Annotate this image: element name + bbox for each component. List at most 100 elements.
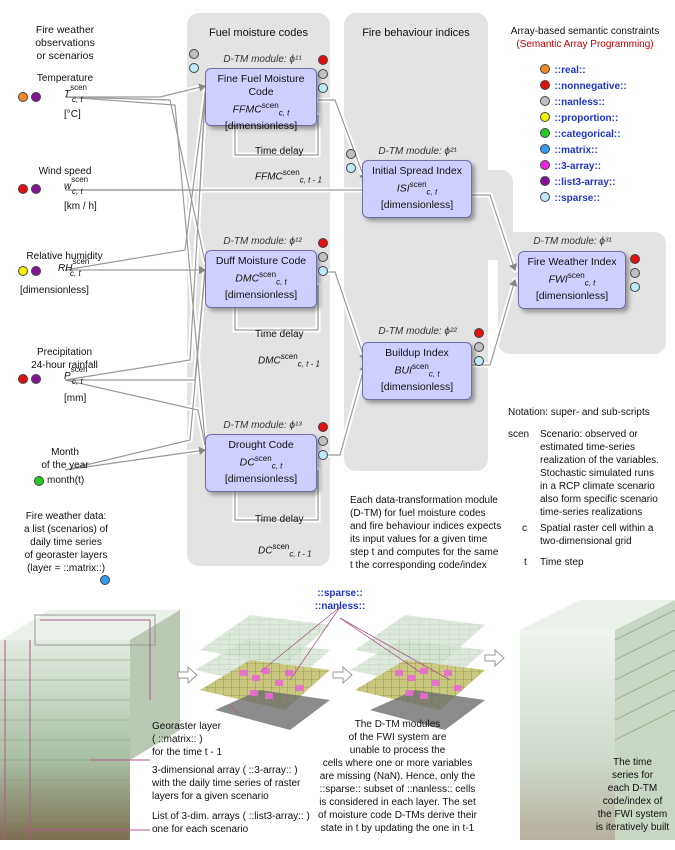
categorical-dot <box>540 127 550 138</box>
matrix-dot <box>100 575 110 585</box>
matrix-dot <box>540 143 550 154</box>
legend-item: ::categorical:: <box>540 124 621 142</box>
module-title: Drought Code <box>228 439 294 451</box>
notation-text-scen: Scenario: observed or estimated time-ser… <box>540 429 659 518</box>
notation-title: Notation: super- and sub-scripts <box>508 407 650 418</box>
module-dc[interactable]: Drought Code DCscenc, t [dimensionless] <box>205 434 317 492</box>
module-var: FWIscenc, t <box>548 271 596 288</box>
nanless-dot <box>318 436 328 446</box>
notation-key-t: t <box>524 557 527 568</box>
module-title: Fire Weather Index <box>527 256 617 268</box>
module-unit: [dimensionless] <box>380 198 454 211</box>
nanless-dot <box>540 95 550 106</box>
sparse-dot <box>318 266 328 276</box>
notation-text-t: Time step <box>540 557 584 568</box>
nonnegative-dot <box>18 374 28 384</box>
fire-panel-title: Fire behaviour indices <box>362 27 470 39</box>
module-var: ISIscenc, t <box>396 180 438 197</box>
module-bui[interactable]: Buildup Index BUIscenc, t [dimensionless… <box>362 342 472 400</box>
dtm-label-isi: D-TM module: ϕ²¹ <box>378 146 457 157</box>
categorical-dot <box>34 476 44 486</box>
module-dmc[interactable]: Duff Moisture Code DMCscenc, t [dimensio… <box>205 250 317 308</box>
module-var: DMCscenc, t <box>235 270 287 287</box>
nonnegative-dot <box>18 184 28 194</box>
input-humidity-unit: [dimensionless] <box>20 285 89 296</box>
input-humidity-name: Relative humidity <box>26 251 103 262</box>
proportion-dot <box>540 111 550 122</box>
layer-stack-2 <box>350 615 485 730</box>
input-precipitation-name: Precipitation 24-hour rainfall <box>31 347 98 371</box>
list3-array-dot <box>31 92 41 102</box>
nonnegative-dot <box>540 79 550 90</box>
legend-item: ::nonnegative:: <box>540 76 627 94</box>
sparse-dot <box>630 282 640 292</box>
fire-weather-note: Fire weather data: a list (scenarios) of… <box>24 511 108 574</box>
module-unit: [dimensionless] <box>535 289 609 302</box>
array-stack-right <box>520 600 675 840</box>
input-precipitation-var: Pscen c, t <box>64 365 88 386</box>
nonnegative-dot <box>318 55 328 65</box>
constraints-title: Array-based semantic constraints <box>510 26 660 37</box>
sparse-dot <box>318 450 328 460</box>
sparse-dot <box>474 356 484 366</box>
legend-item: ::sparse:: <box>540 188 600 206</box>
delay-var-dc: DCscenc, t - 1 <box>258 542 312 559</box>
input-temperature-var: Tscen c, t <box>64 83 88 104</box>
delay-label-dmc: Time delay <box>255 329 304 340</box>
sparse-label: ::sparse:: <box>317 588 363 599</box>
sparse-dot <box>346 163 356 173</box>
3-array-dot <box>540 159 550 170</box>
legend-item: ::matrix:: <box>540 140 598 158</box>
module-unit: [dimensionless] <box>380 380 454 393</box>
input-temperature-name: Temperature <box>36 73 94 84</box>
module-var: BUIscenc, t <box>394 362 440 379</box>
fuel-panel-title: Fuel moisture codes <box>208 27 309 39</box>
legend-item: ::nanless:: <box>540 92 605 110</box>
dtm-note: Each data-transformation module (D-TM) f… <box>350 495 502 571</box>
delay-var-ffmc: FFMCscenc, t - 1 <box>255 168 322 185</box>
legend-item: ::real:: <box>540 60 586 78</box>
input-wind-name: Wind speed <box>38 166 92 177</box>
list3-caption: List of 3-dim. arrays ( ::list3-array:: … <box>152 811 310 835</box>
module-ffmc[interactable]: Fine Fuel Moisture Code FFMCscenc, t [di… <box>205 68 317 132</box>
module-title: Initial Spread Index <box>372 165 462 177</box>
input-month-name: Month of the year <box>41 447 89 471</box>
nanless-dot <box>346 149 356 159</box>
input-temperature-unit: [°C] <box>64 109 81 120</box>
constraints-subtitle: (Semantic Array Programming) <box>516 39 654 50</box>
inputs-title: Fire weather observations or scenarios <box>35 24 95 62</box>
notation-key-c: c <box>522 523 527 534</box>
module-isi[interactable]: Initial Spread Index ISIscenc, t [dimens… <box>362 160 472 218</box>
dtm-label-dc: D-TM module: ϕ¹³ <box>223 420 302 431</box>
nonnegative-dot <box>318 238 328 248</box>
module-unit: [dimensionless] <box>224 288 298 301</box>
delay-label-dc: Time delay <box>255 514 304 525</box>
layer-stack-1 <box>195 615 330 730</box>
input-precipitation-unit: [mm] <box>64 393 87 404</box>
georaster-caption: Georaster layer ( ::matrix:: ) for the t… <box>152 721 223 758</box>
nanless-dot <box>318 252 328 262</box>
list3-array-dot <box>540 175 550 186</box>
array-stack-left <box>0 610 180 840</box>
module-fwi[interactable]: Fire Weather Index FWIscenc, t [dimensio… <box>518 251 626 309</box>
module-var: FFMCscenc, t <box>232 101 290 118</box>
dtm-label-bui: D-TM module: ϕ²² <box>378 326 457 337</box>
real-dot <box>540 63 550 74</box>
legend-item: ::proportion:: <box>540 108 618 126</box>
legend-item: ::3-array:: <box>540 156 601 174</box>
dtm-label-ffmc: D-TM module: ϕ¹¹ <box>223 54 302 65</box>
nanless-dot <box>630 268 640 278</box>
legend-item: ::list3-array:: <box>540 172 616 190</box>
module-unit: [dimensionless] <box>224 472 298 485</box>
notation-key-scen: scen <box>508 429 530 440</box>
module-var: DCscenc, t <box>239 454 283 471</box>
input-wind-var: wscen c, t <box>64 175 89 196</box>
sparse-dot <box>318 83 328 93</box>
module-unit: [dimensionless] <box>224 119 298 132</box>
nanless-dot <box>318 69 328 79</box>
module-title: Duff Moisture Code <box>215 255 307 267</box>
list3-array-dot <box>31 374 41 384</box>
input-humidity-var: RHscen c, t <box>58 257 90 278</box>
